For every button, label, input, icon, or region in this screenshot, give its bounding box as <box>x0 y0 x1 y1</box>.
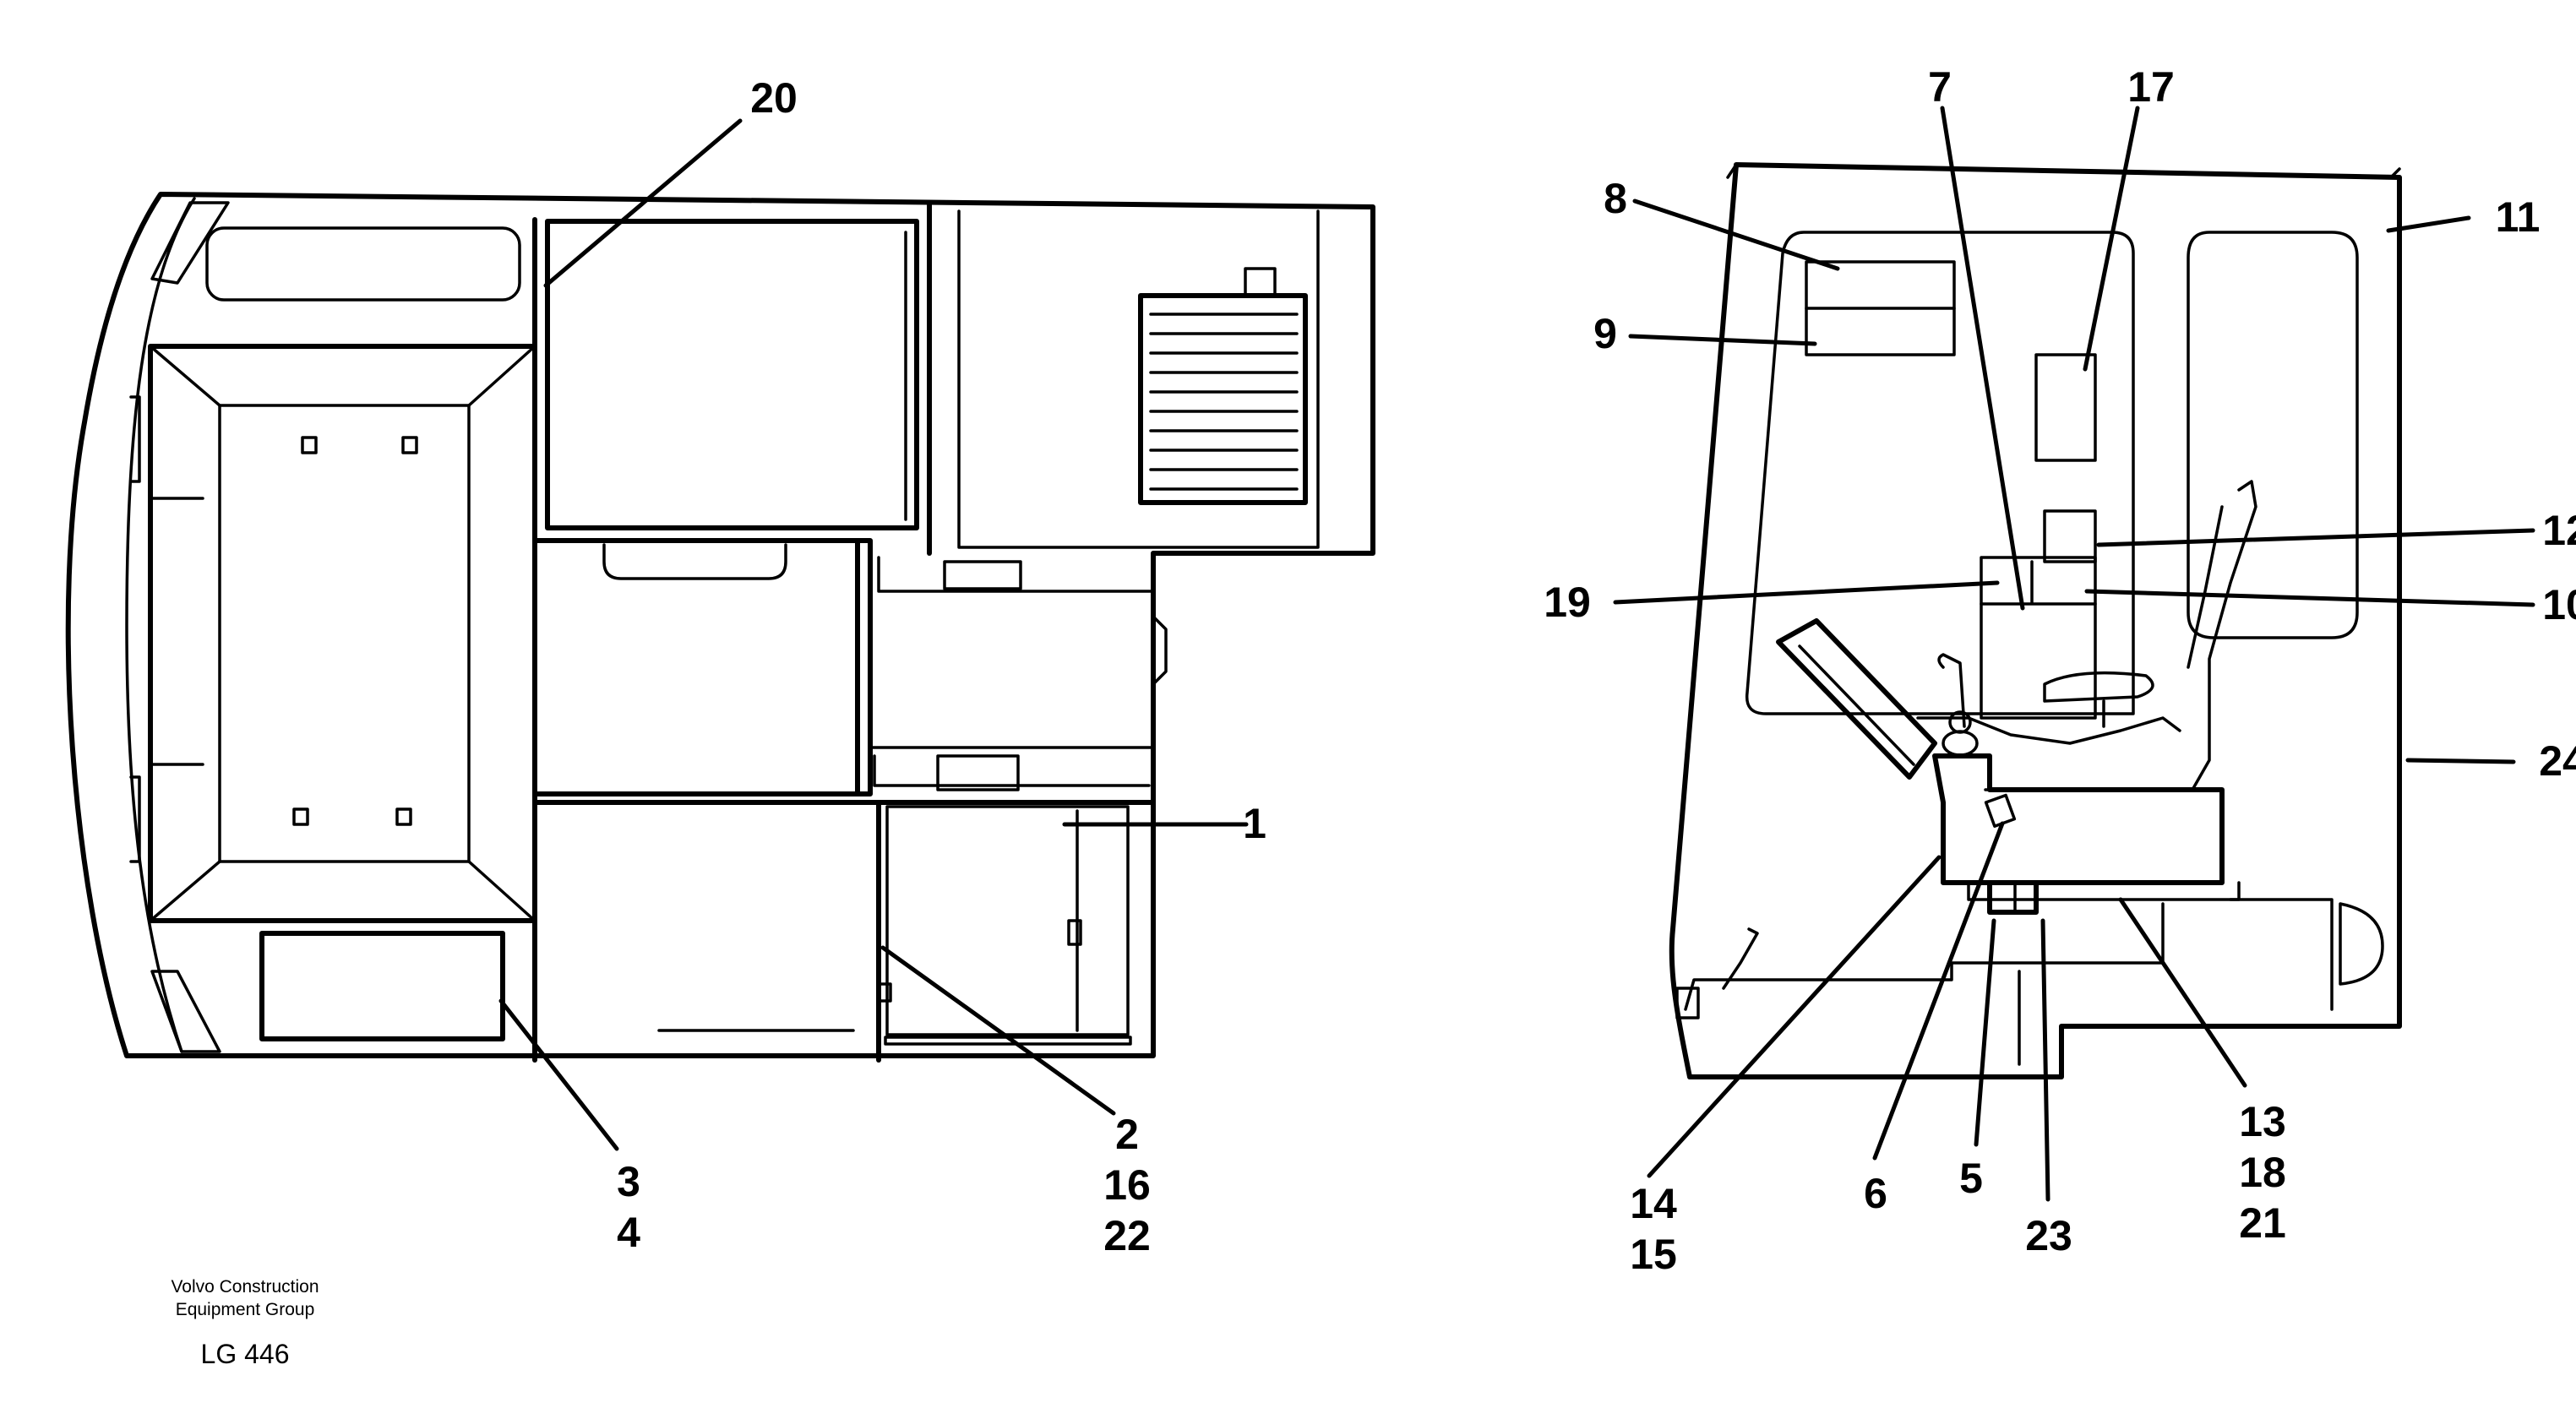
callout-4: 4 <box>617 1209 640 1256</box>
callout-8: 8 <box>1604 175 1627 222</box>
callout-23: 23 <box>2025 1212 2072 1259</box>
callout-1: 1 <box>1243 800 1266 847</box>
company-name-line1: Volvo Construction <box>171 1277 319 1297</box>
callout-17: 17 <box>2127 63 2175 111</box>
callout-19: 19 <box>1544 579 1591 626</box>
callout-20: 20 <box>750 74 798 122</box>
callout-16: 16 <box>1103 1161 1151 1209</box>
callout-15: 15 <box>1630 1231 1677 1278</box>
grille-slats <box>1149 313 1299 491</box>
callout-7: 7 <box>1928 63 1952 111</box>
cab-side-view <box>1669 162 2402 1079</box>
callout-5: 5 <box>1959 1155 1983 1202</box>
callout-2: 2 <box>1115 1111 1139 1158</box>
callout-22: 22 <box>1103 1212 1151 1259</box>
callout-12: 12 <box>2542 507 2576 554</box>
callout-13: 13 <box>2239 1098 2286 1145</box>
callout-6: 6 <box>1864 1170 1887 1217</box>
company-name-line2: Equipment Group <box>176 1300 315 1319</box>
callout-9: 9 <box>1593 310 1617 357</box>
footer: Volvo Construction Equipment Group LG 44… <box>171 1277 319 1369</box>
callout-21: 21 <box>2239 1199 2286 1247</box>
callout-11: 11 <box>2496 193 2541 241</box>
callout-3: 3 <box>617 1158 640 1205</box>
callout-labels: 20 1 3 4 2 16 22 7 17 8 9 11 12 10 19 24… <box>617 63 2576 1278</box>
callout-18: 18 <box>2239 1149 2286 1196</box>
callout-14: 14 <box>1630 1180 1677 1227</box>
callout-24: 24 <box>2539 737 2576 785</box>
machine-top-view <box>65 192 1375 1063</box>
leader-lines <box>498 106 2535 1202</box>
callout-10: 10 <box>2542 581 2576 628</box>
drawing-code: LG 446 <box>201 1339 290 1369</box>
